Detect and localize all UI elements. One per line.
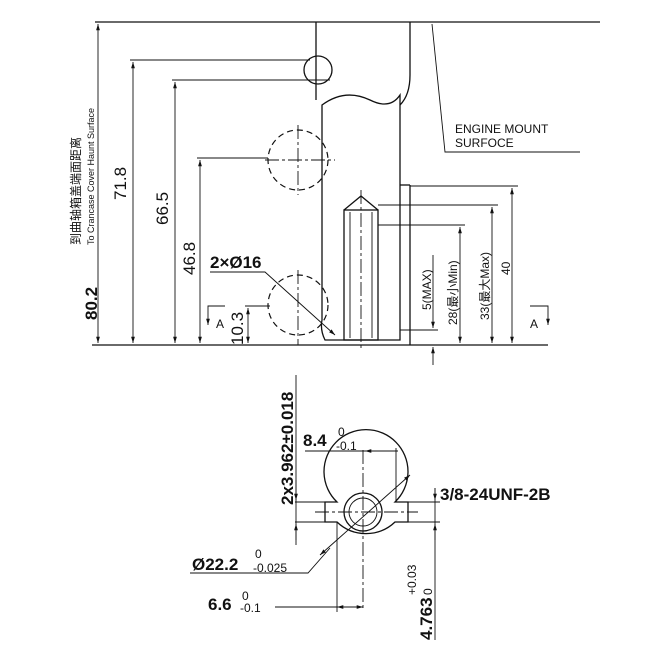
section-mark-right: A — [530, 317, 538, 331]
diameter-dim: Ø22.2 — [192, 555, 238, 574]
engine-mount-label-1: ENGINE MOUNT — [455, 122, 549, 136]
svg-text:-0.1: -0.1 — [240, 601, 261, 615]
key-width-dim: 2x3.962±0.018 — [278, 392, 297, 505]
dim-40: 40 — [499, 261, 513, 275]
dim-5-max: 5(MAX) — [420, 269, 434, 310]
dim-6-6: 6.6 — [208, 595, 232, 614]
dim-4-763: 4.763 — [417, 597, 436, 640]
shaft-side-view — [303, 22, 411, 350]
svg-text:0: 0 — [242, 589, 249, 603]
thread-spec: 3/8-24UNF-2B — [440, 485, 551, 504]
dim-66-5: 66.5 — [153, 192, 172, 225]
dim-46-8: 46.8 — [180, 242, 199, 275]
svg-text:+0.03: +0.03 — [405, 564, 419, 595]
dim-71-8: 71.8 — [111, 167, 130, 200]
dim-note-en: To Crancase Cover Haunt Surface — [86, 108, 96, 245]
section-mark-left: A — [216, 317, 224, 331]
svg-text:0: 0 — [338, 425, 345, 439]
dim-10-3: 10.3 — [228, 312, 247, 345]
dim-note-cn: 到曲轴箱盖端面距离 — [68, 137, 83, 245]
dim-80-2: 80.2 — [82, 287, 101, 320]
svg-text:0: 0 — [421, 588, 435, 595]
dim-8-4: 8.4 — [303, 431, 327, 450]
engine-mount-label-2: SURFOCE — [455, 136, 514, 150]
dim-33-max: 33(最大Max) — [478, 252, 492, 320]
svg-text:0: 0 — [255, 547, 262, 561]
svg-text:-0.1: -0.1 — [336, 439, 357, 453]
dim-28-min: 28(最小Min) — [446, 260, 460, 325]
holes-label: 2×Ø16 — [210, 253, 262, 272]
svg-text:-0.025: -0.025 — [253, 561, 287, 575]
engine-mount-leader — [431, 23, 580, 153]
